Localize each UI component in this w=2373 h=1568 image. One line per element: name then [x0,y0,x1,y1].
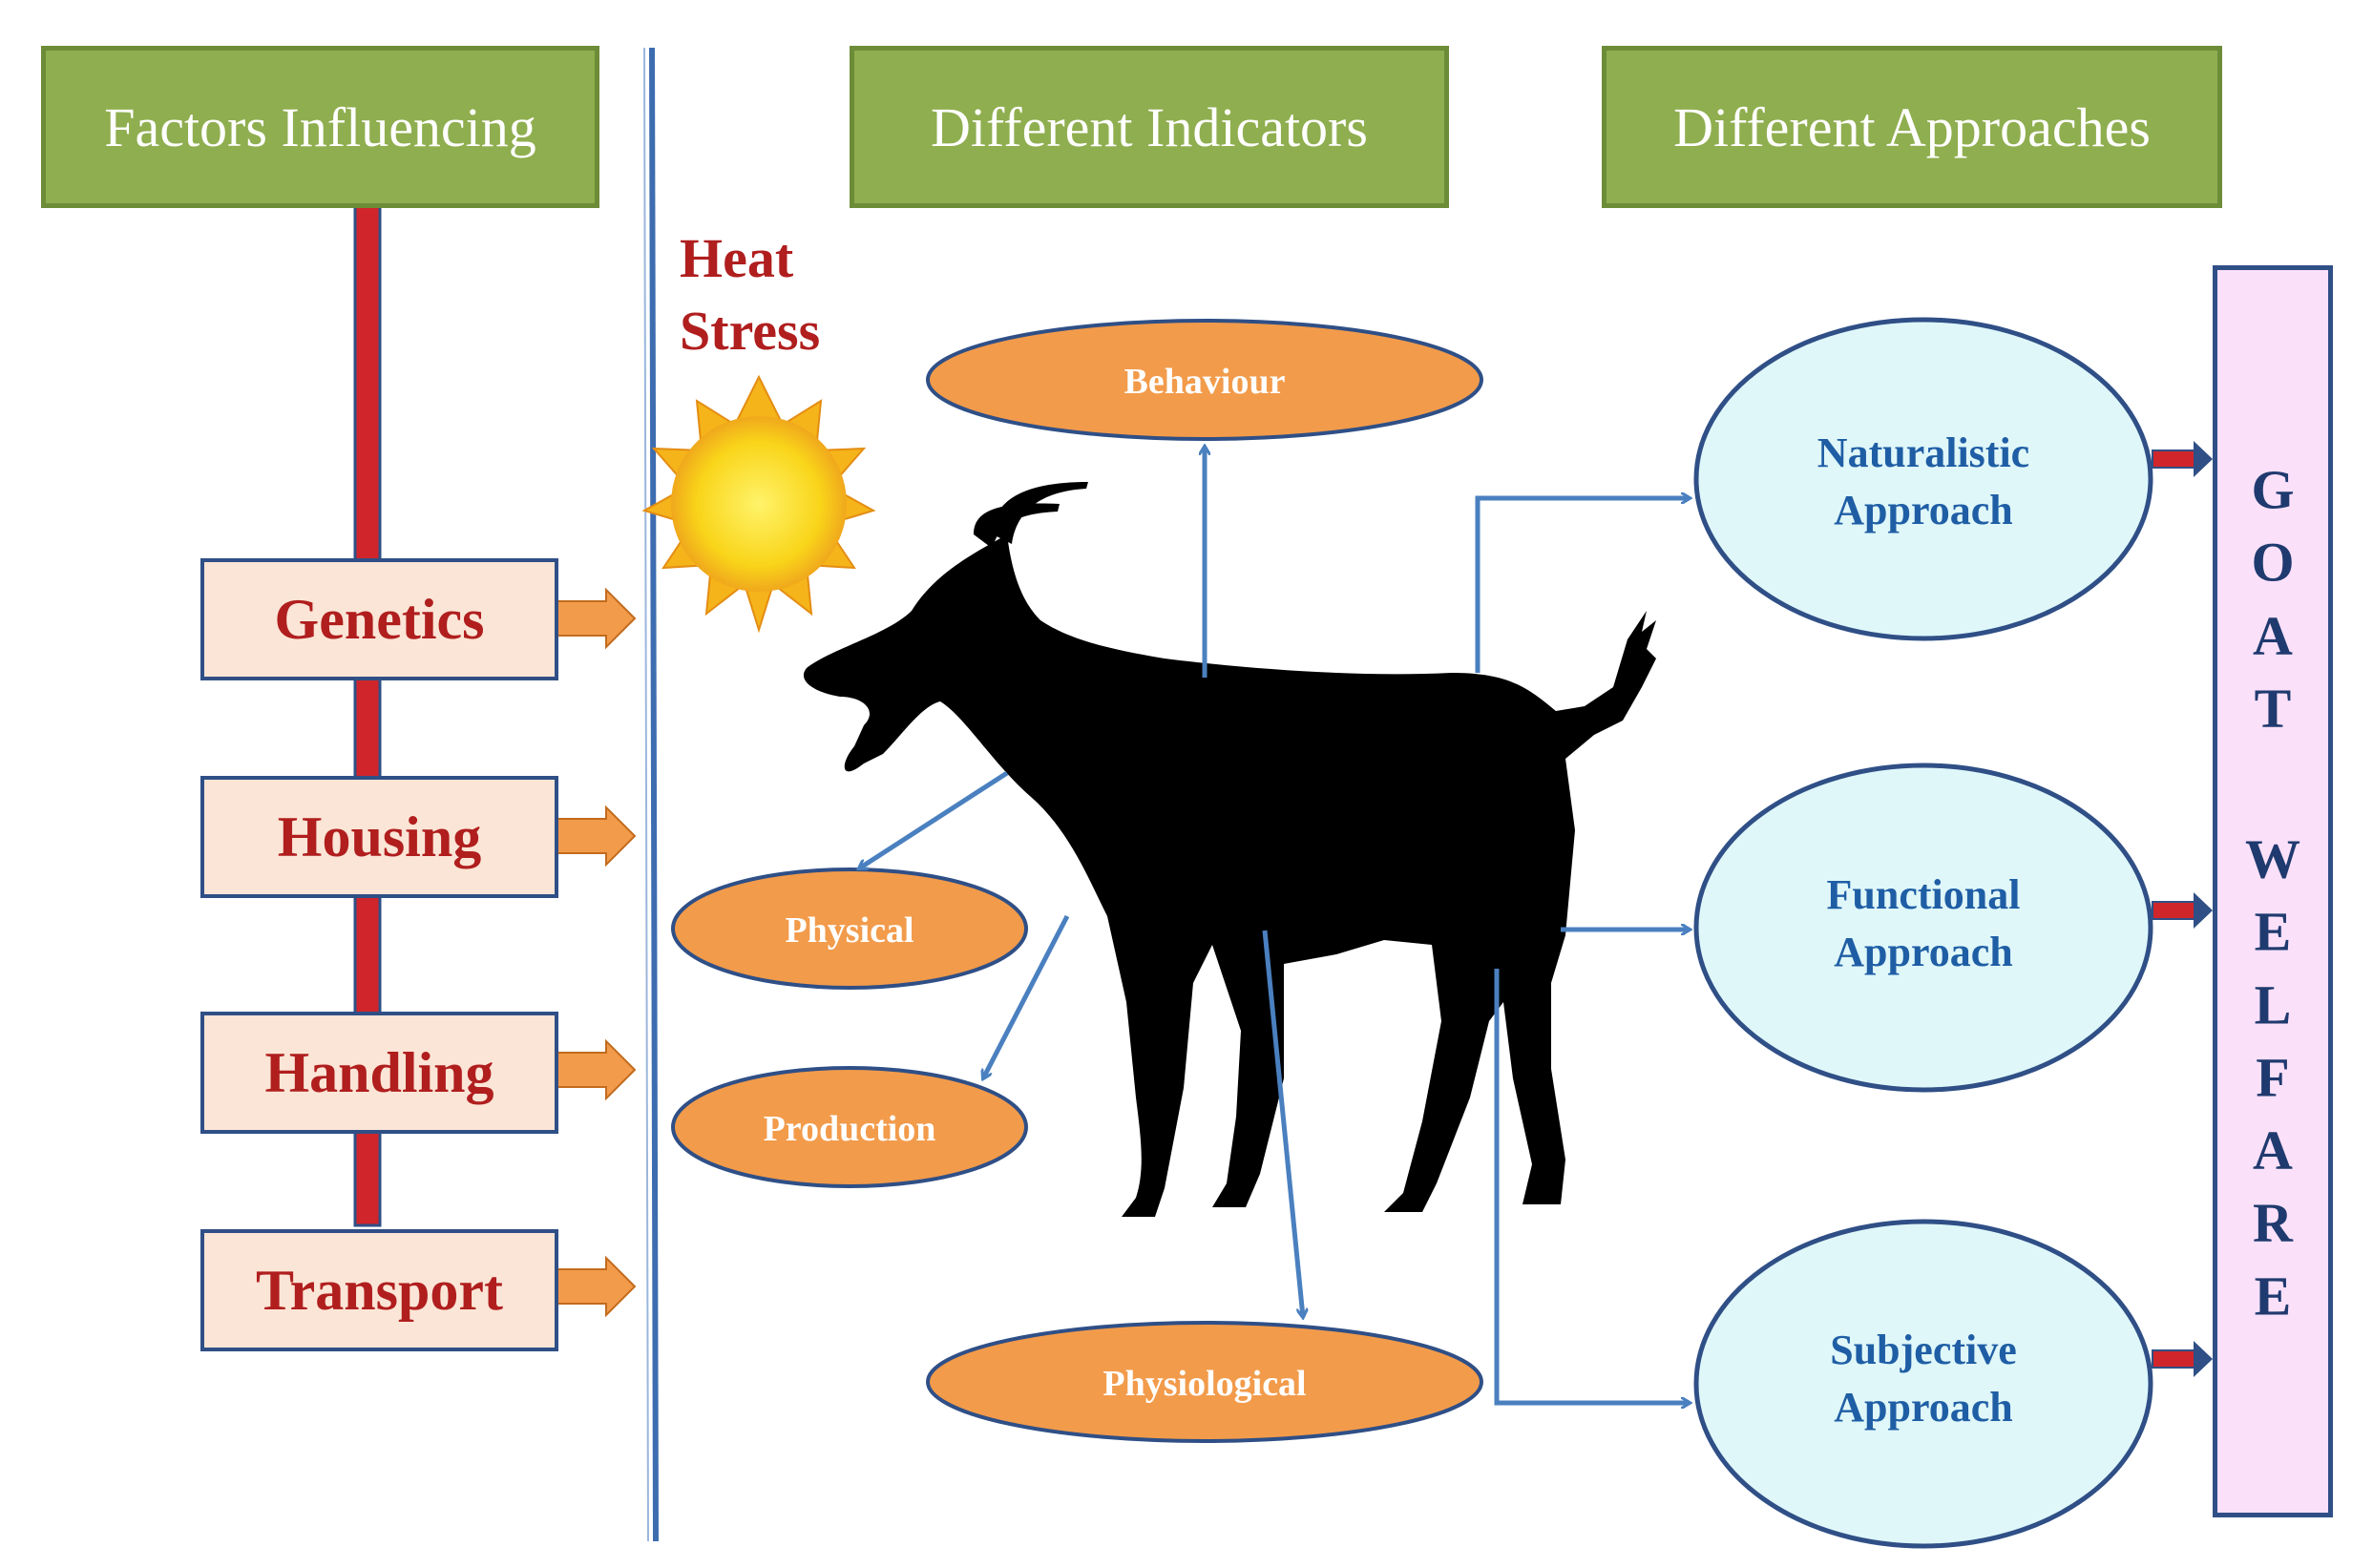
indicator-ellipse-production [671,1066,1028,1188]
welfare-arrows [2152,441,2213,1377]
factor-box-transport: Transport [200,1229,558,1351]
indicator-arrows [859,447,1303,1317]
factor-box-handling: Handling [200,1012,558,1134]
factor-box-genetics: Genetics [200,558,558,680]
indicator-label-physical: Physical [785,910,914,951]
approach-label-line-2: Approach [1834,487,2013,533]
welfare-letter: G [2251,458,2295,521]
header-different-indicators: Different Indicators [850,46,1449,208]
approach-label-line-1: Functional [1826,871,2021,918]
welfare-letter: F [2256,1046,2290,1109]
factor-box-housing: Housing [200,776,558,898]
header-different-approaches: Different Approaches [1602,46,2222,208]
approach-label-line-1: Naturalistic [1816,429,2030,476]
approach-label-line-2: Approach [1834,929,2013,975]
approach-label-subjective: Subjective Approach [1830,1322,2017,1436]
heat-stress-line-1: Heat [680,227,794,289]
approach-ellipse-functional [1693,763,2153,1093]
welfare-letter: E [2254,900,2292,963]
heat-stress-line-2: Stress [680,300,821,362]
welfare-letter: T [2254,677,2292,740]
welfare-letter: R [2253,1191,2293,1254]
approach-label-functional: Functional Approach [1827,867,2021,981]
indicator-ellipse-physical [671,868,1028,990]
welfare-letter: O [2251,531,2295,594]
indicator-ellipse-behaviour [926,319,1483,441]
indicator-label-production: Production [763,1109,936,1149]
approach-ellipse-naturalistic [1693,317,2153,641]
indicator-ellipse-physiological [926,1321,1483,1443]
welfare-letter: E [2254,1265,2292,1328]
welfare-letter: L [2254,973,2292,1036]
factor-arrows [556,587,637,1318]
approach-label-naturalistic: Naturalistic Approach [1817,425,2029,539]
approach-ellipse-subjective [1693,1219,2153,1549]
header-factors-influencing: Factors Influencing [41,46,599,208]
vertical-divider [649,47,659,1542]
approach-label-line-2: Approach [1834,1384,2013,1431]
approach-arrows [1475,498,1690,1403]
heat-stress-label: Heat Stress [680,222,820,367]
indicator-label-physiological: Physiological [1102,1364,1307,1404]
sun-icon [641,374,876,634]
welfare-letter: A [2253,604,2293,667]
approach-label-line-1: Subjective [1830,1327,2017,1373]
goat-silhouette-icon [803,482,1656,1217]
indicator-label-behaviour: Behaviour [1124,362,1286,402]
welfare-letter: A [2253,1119,2293,1181]
goat-welfare-box: G O A T W E L F A R E [2213,265,2333,1517]
welfare-letter: W [2245,827,2300,890]
